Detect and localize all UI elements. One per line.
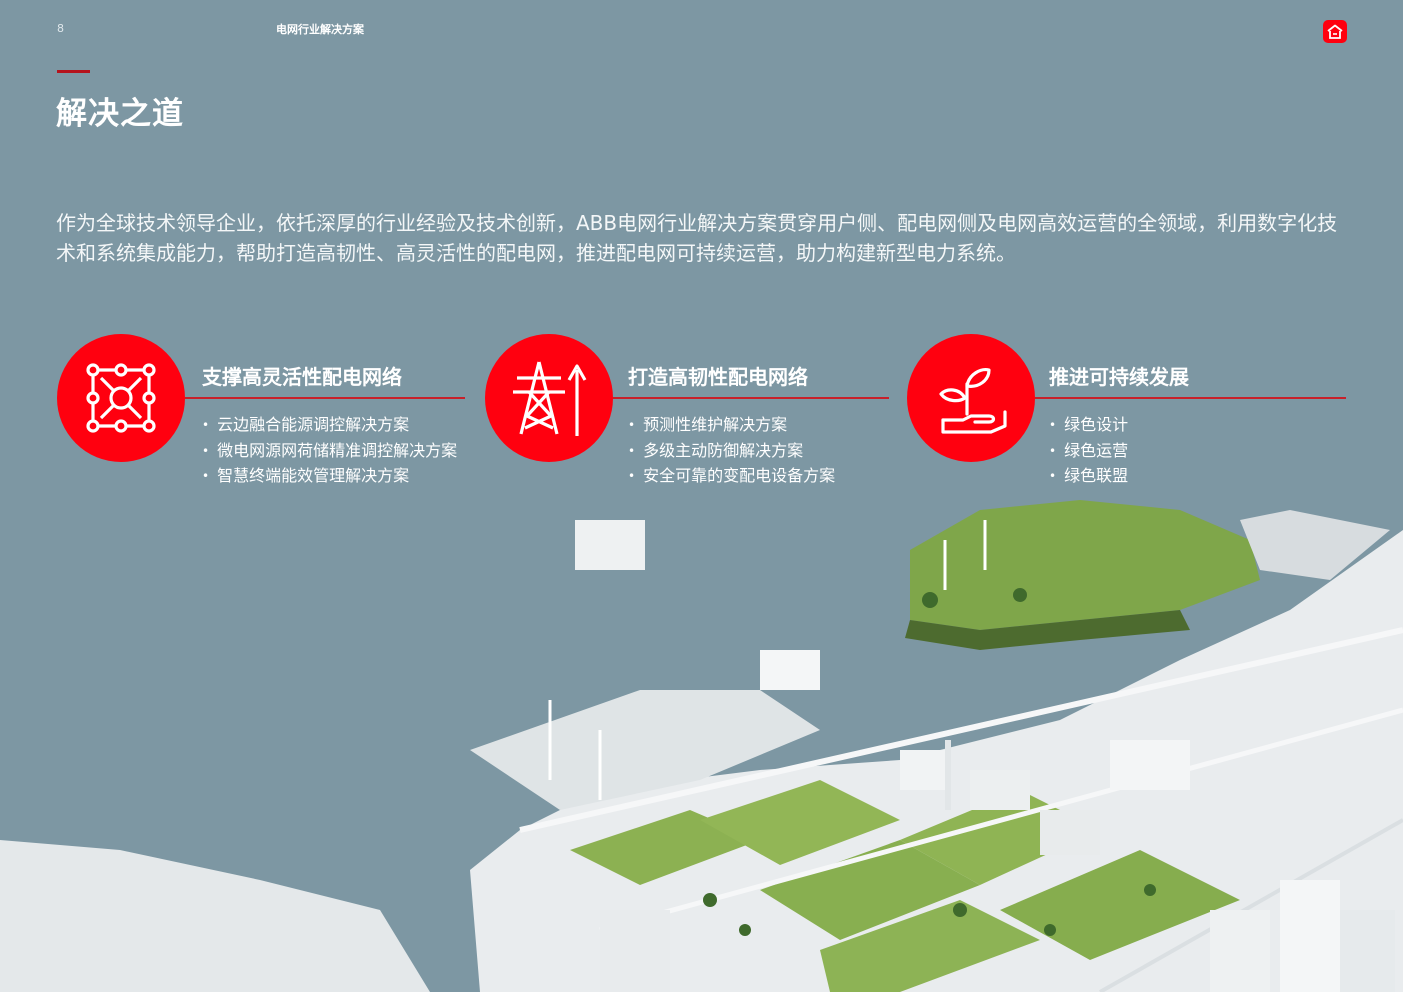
home-button[interactable] [1323, 20, 1347, 43]
pillar-heading: 支撑高灵活性配电网络 [202, 365, 402, 389]
list-item: 智慧终端能效管理解决方案 [202, 464, 457, 490]
pillar-heading: 推进可持续发展 [1049, 365, 1189, 389]
section-title: 解决之道 [56, 96, 184, 132]
pillar-divider [613, 397, 889, 399]
pillar-resilient-grid: 打造高韧性配电网络 预测性维护解决方案 多级主动防御解决方案 安全可靠的变配电设… [485, 334, 890, 494]
transmission-tower-icon [513, 361, 587, 436]
pillar-list: 云边融合能源调控解决方案 微电网源网荷储精准调控解决方案 智慧终端能效管理解决方… [202, 413, 457, 490]
list-item: 绿色联盟 [1049, 464, 1128, 490]
smart-grid-illustration [0, 500, 1403, 992]
page-number: 8 [57, 22, 64, 35]
pillar-sustainability: 推进可持续发展 绿色设计 绿色运营 绿色联盟 [907, 334, 1347, 494]
pillar-icon-badge [57, 334, 185, 462]
list-item: 绿色设计 [1049, 413, 1128, 439]
pillar-flexible-grid: 支撑高灵活性配电网络 云边融合能源调控解决方案 微电网源网荷储精准调控解决方案 … [57, 334, 467, 494]
list-item: 云边融合能源调控解决方案 [202, 413, 457, 439]
list-item: 微电网源网荷储精准调控解决方案 [202, 439, 457, 465]
pillar-icon-badge [485, 334, 613, 462]
pillar-heading: 打造高韧性配电网络 [628, 365, 808, 389]
intro-paragraph: 作为全球技术领导企业，依托深厚的行业经验及技术创新，ABB电网行业解决方案贯穿用… [56, 211, 1338, 265]
list-item: 绿色运营 [1049, 439, 1128, 465]
plant-in-hand-icon [939, 368, 1007, 434]
pillar-divider [185, 397, 465, 399]
pillar-list: 绿色设计 绿色运营 绿色联盟 [1049, 413, 1128, 490]
pillar-divider [1035, 397, 1346, 399]
accent-bar [57, 70, 90, 73]
pillar-list: 预测性维护解决方案 多级主动防御解决方案 安全可靠的变配电设备方案 [628, 413, 835, 490]
list-item: 安全可靠的变配电设备方案 [628, 464, 835, 490]
header-title: 电网行业解决方案 [276, 23, 364, 36]
list-item: 多级主动防御解决方案 [628, 439, 835, 465]
pillar-icon-badge [907, 334, 1035, 462]
home-icon [1327, 24, 1343, 39]
list-item: 预测性维护解决方案 [628, 413, 835, 439]
network-nodes-icon [86, 363, 156, 433]
